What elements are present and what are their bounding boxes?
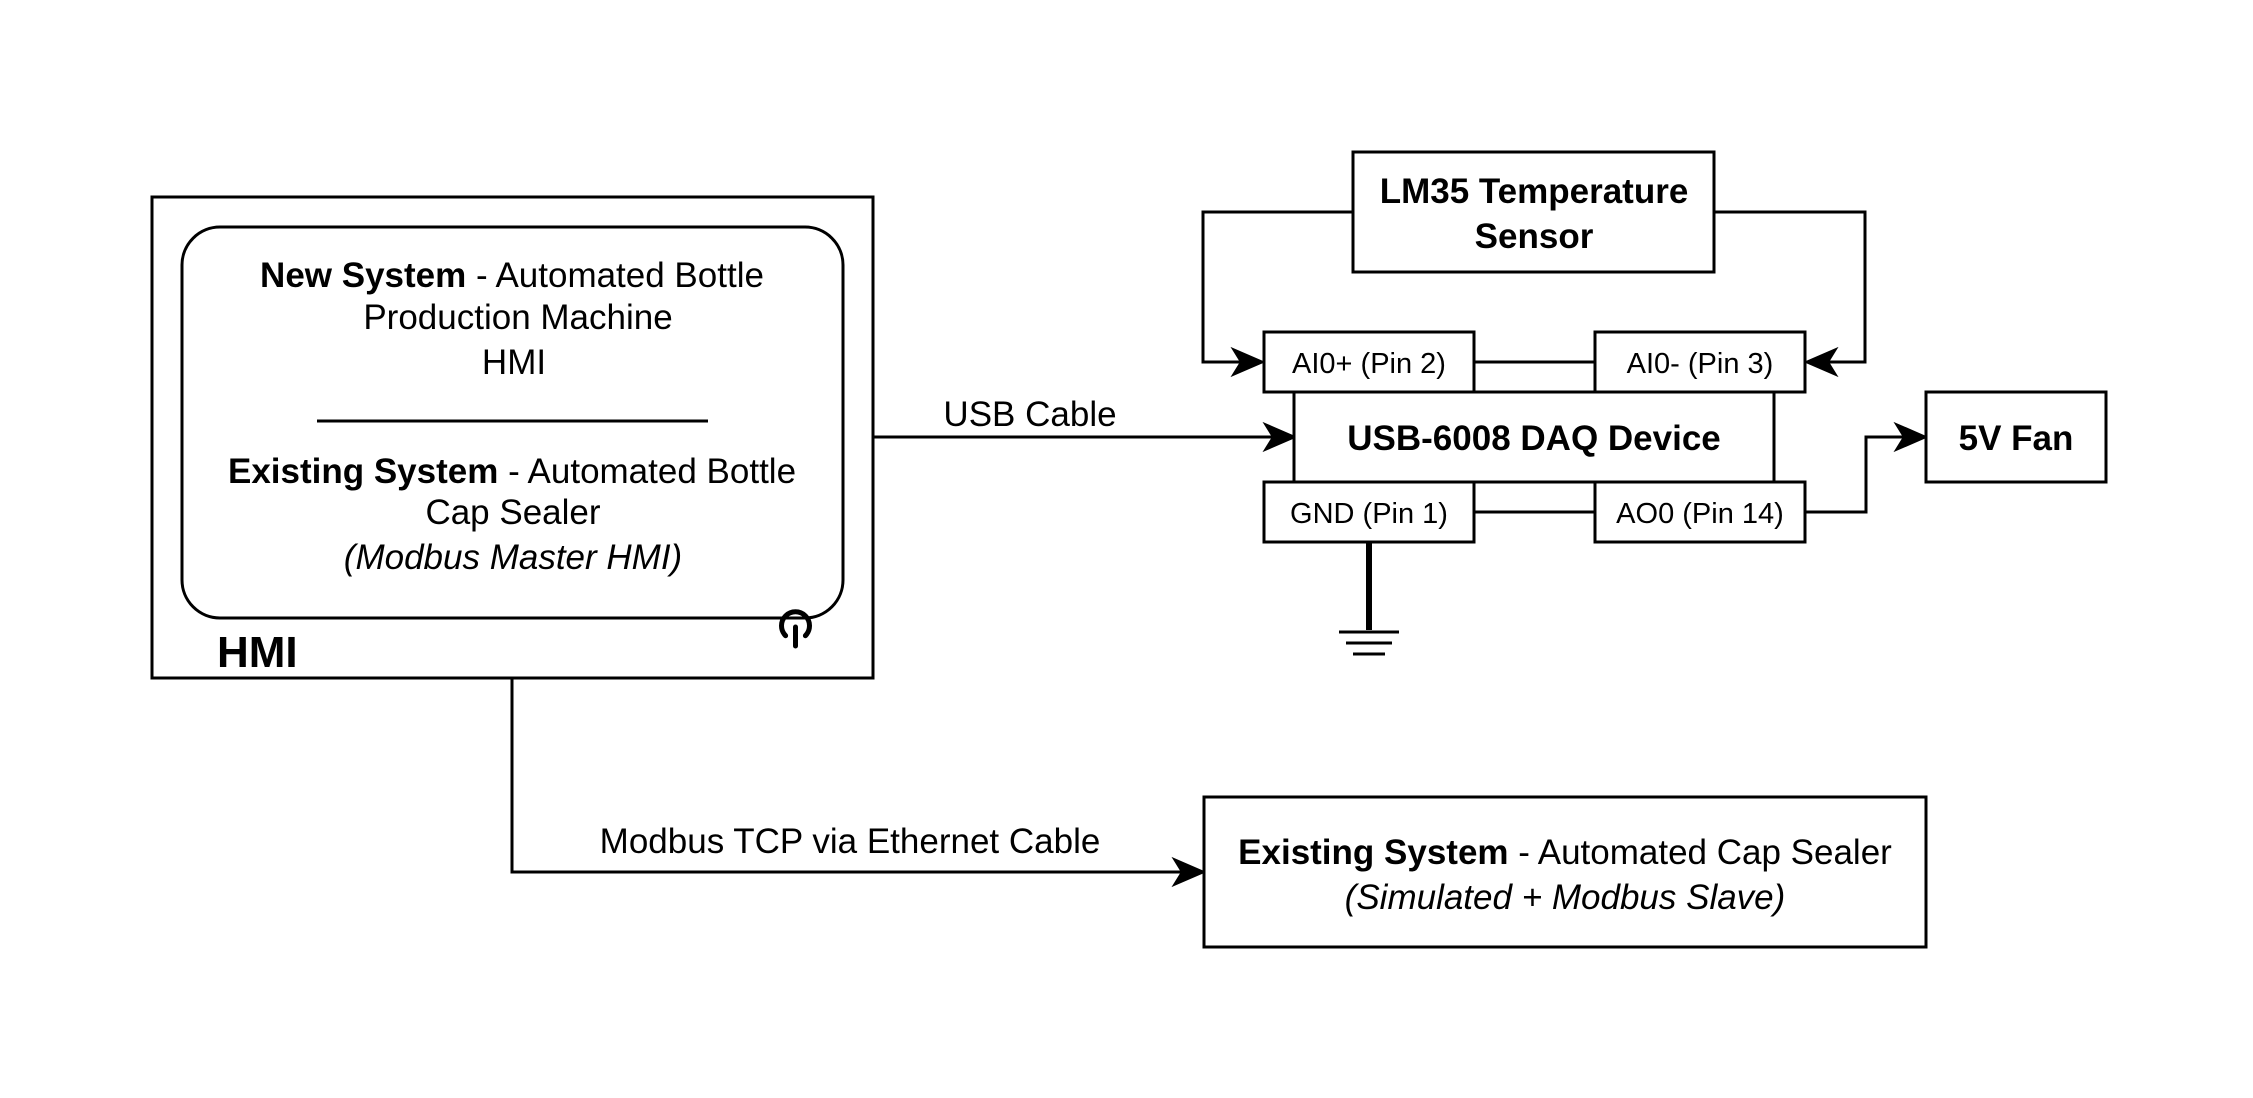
hmi-device: New System - Automated Bottle Production… — [150, 195, 875, 680]
ground-icon — [1339, 542, 1399, 656]
existing-system-line2: Cap Sealer — [425, 493, 600, 532]
usb-connection: USB Cable — [872, 395, 1298, 453]
ai0-plus-pin-label: AI0+ (Pin 2) — [1292, 348, 1446, 380]
ai0-plus-arrowhead — [1230, 346, 1266, 378]
ao0-pin-box — [1593, 480, 1807, 544]
ao0-to-fan-connection — [1805, 421, 1929, 514]
existing-system-line1: Existing System - Automated Bottle — [228, 452, 796, 491]
fan: 5V Fan — [1924, 390, 2108, 484]
ao0-pin-label: AO0 (Pin 14) — [1616, 498, 1784, 530]
ai0-minus-pin-box — [1593, 330, 1807, 394]
new-system-line3: HMI — [482, 343, 546, 382]
fan-box — [1924, 390, 2108, 484]
new-system-rest: - Automated Bottle — [466, 256, 764, 295]
gnd-pin-label: GND (Pin 1) — [1290, 498, 1448, 530]
power-icon[interactable] — [779, 609, 812, 649]
ai0-minus-arrowhead — [1803, 346, 1839, 378]
cap-sealer: Existing System - Automated Cap Sealer (… — [1202, 795, 1928, 949]
cap-sealer-line2: (Simulated + Modbus Slave) — [1345, 878, 1786, 917]
cap-sealer-line1: Existing System - Automated Cap Sealer — [1238, 833, 1892, 872]
daq-title: USB-6008 DAQ Device — [1347, 419, 1721, 458]
gnd-pin-box — [1262, 480, 1476, 544]
cap-sealer-box — [1202, 795, 1928, 949]
hmi-label: HMI — [217, 628, 298, 677]
sensor-to-ai0-plus-connection — [1201, 210, 1353, 378]
ai0-minus-pin-label: AI0- (Pin 3) — [1627, 348, 1774, 380]
cap-sealer-bold: Existing System — [1238, 833, 1508, 872]
new-system-line1: New System - Automated Bottle — [260, 256, 764, 295]
usb-cable-label: USB Cable — [943, 395, 1116, 434]
modbus-connection: Modbus TCP via Ethernet Cable — [510, 676, 1207, 888]
lm35-sensor-line1: LM35 Temperature — [1380, 172, 1689, 211]
lm35-sensor: LM35 Temperature Sensor — [1351, 150, 1716, 274]
cap-sealer-rest: - Automated Cap Sealer — [1509, 833, 1893, 872]
sensor-to-ai0-minus-connection — [1714, 210, 1867, 378]
lm35-sensor-box — [1351, 150, 1716, 274]
modbus-arrowhead — [1171, 856, 1207, 888]
existing-system-rest: - Automated Bottle — [498, 452, 796, 491]
fan-label: 5V Fan — [1959, 419, 2074, 458]
fan-arrowhead — [1893, 421, 1929, 453]
existing-system-bold: Existing System — [228, 452, 498, 491]
usb-arrowhead — [1262, 421, 1298, 453]
lm35-sensor-line2: Sensor — [1475, 217, 1594, 256]
new-system-line2: Production Machine — [363, 298, 672, 337]
existing-system-line3: (Modbus Master HMI) — [344, 538, 682, 577]
daq-body — [1292, 390, 1776, 484]
daq-device: USB-6008 DAQ Device AI0+ (Pin 2) AI0- (P… — [1262, 330, 1807, 544]
ai0-plus-pin-box — [1262, 330, 1476, 394]
new-system-bold: New System — [260, 256, 466, 295]
modbus-tcp-label: Modbus TCP via Ethernet Cable — [600, 822, 1101, 861]
